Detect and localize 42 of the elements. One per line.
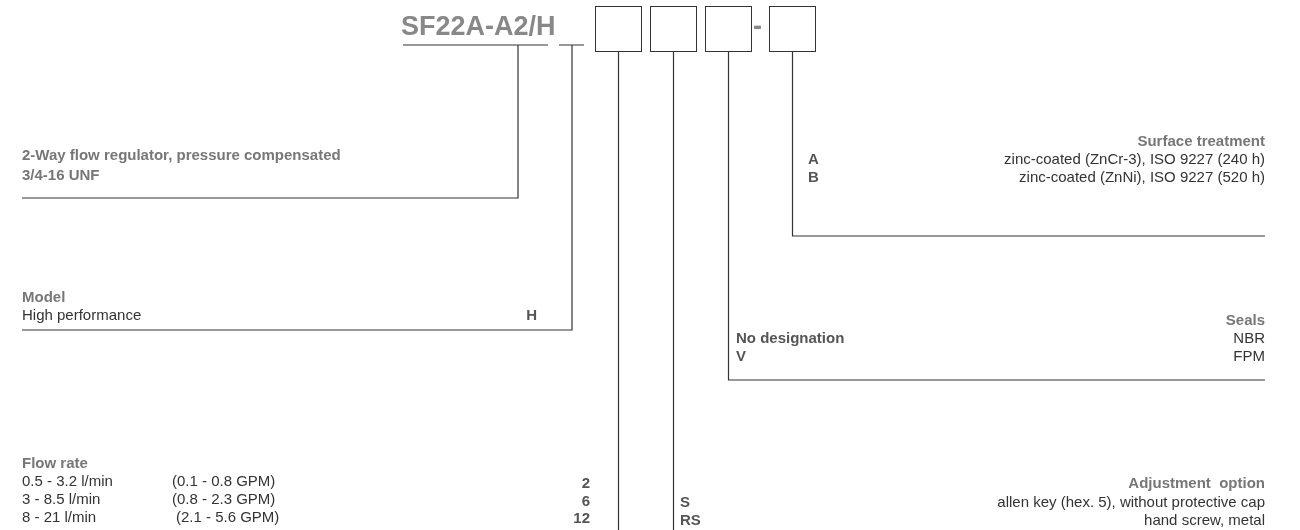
section-heading: Seals bbox=[1225, 311, 1265, 329]
option-code: 12 bbox=[573, 509, 590, 527]
model-code: SF22A-A2/H bbox=[401, 10, 591, 44]
option-description: NBR bbox=[1233, 329, 1265, 347]
option-code: B bbox=[808, 168, 819, 186]
option-description: FPM bbox=[1233, 347, 1265, 365]
option-description: High performance bbox=[22, 306, 142, 324]
option-description: 8 - 21 l/min bbox=[22, 508, 97, 526]
option-description: hand screw, metal bbox=[1144, 511, 1265, 529]
option-description: zinc-coated (ZnCr-3), ISO 9227 (240 h) bbox=[1004, 150, 1265, 168]
leader-line bbox=[21, 44, 549, 199]
option-code: 2 bbox=[581, 474, 590, 492]
leader-line bbox=[21, 44, 585, 331]
section-heading: Model bbox=[22, 288, 66, 306]
option-description: 3 - 8.5 l/min bbox=[22, 490, 101, 508]
leader-line bbox=[617, 51, 620, 530]
section-heading: Adjustment option bbox=[1128, 474, 1265, 492]
option-code: V bbox=[736, 347, 746, 365]
code-field-box bbox=[650, 6, 697, 52]
option-description: 0.5 - 3.2 l/min bbox=[22, 472, 113, 490]
option-code: A bbox=[808, 150, 819, 168]
option-code: 6 bbox=[581, 492, 590, 510]
option-description: allen key (hex. 5), without protective cap bbox=[997, 493, 1265, 511]
section-heading: Flow rate bbox=[22, 454, 88, 472]
section-heading: Surface treatment bbox=[1137, 132, 1265, 150]
option-code: RS bbox=[680, 511, 701, 529]
section-heading: 2-Way flow regulator, pressure compensated bbox=[22, 146, 341, 164]
code-field-box bbox=[705, 6, 752, 52]
leader-line bbox=[791, 51, 1266, 237]
option-description: (0.8 - 2.3 GPM) bbox=[172, 490, 276, 508]
leader-line bbox=[672, 51, 675, 530]
option-description: zinc-coated (ZnNi), ISO 9227 (520 h) bbox=[1019, 168, 1265, 186]
option-description: (0.1 - 0.8 GPM) bbox=[172, 472, 276, 490]
option-description: (2.1 - 5.6 GPM) bbox=[176, 508, 280, 526]
section-heading: 3/4-16 UNF bbox=[22, 166, 100, 184]
code-field-box bbox=[595, 6, 642, 52]
option-code: No designation bbox=[736, 329, 845, 347]
leader-line bbox=[727, 51, 1266, 381]
code-separator: - bbox=[753, 10, 762, 42]
option-code: S bbox=[680, 493, 690, 511]
code-field-box bbox=[769, 6, 816, 52]
option-code: H bbox=[526, 306, 537, 324]
